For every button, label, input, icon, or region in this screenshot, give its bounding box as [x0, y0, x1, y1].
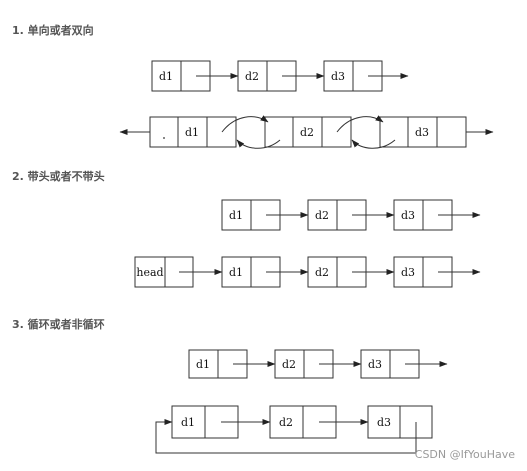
node-label: d2 — [279, 416, 293, 429]
node-label: d2 — [315, 209, 329, 222]
node-label: d1 — [229, 209, 243, 222]
node-label: d3 — [401, 209, 415, 222]
next-link-arrow — [336, 115, 384, 133]
node-label: d3 — [401, 266, 415, 279]
node-label: d2 — [245, 70, 259, 83]
next-link-arrow — [221, 115, 269, 133]
prev-link-arrow — [236, 139, 281, 149]
headed-linked-list — [134, 256, 481, 288]
node-label: d3 — [415, 126, 429, 139]
node-label: d3 — [377, 416, 391, 429]
node-label: d1 — [229, 266, 243, 279]
node-label: d2 — [282, 358, 296, 371]
node-label: d2 — [300, 126, 314, 139]
doubly-linked-list — [119, 115, 494, 149]
section-title-head: 2. 带头或者不带头 — [12, 170, 105, 183]
section-title-circular: 3. 循环或者非循环 — [12, 318, 105, 331]
singly-linked-list — [151, 60, 409, 92]
section-title-direction: 1. 单向或者双向 — [12, 24, 94, 37]
node-label: d2 — [315, 266, 329, 279]
node-box — [264, 116, 352, 148]
node-label: d1 — [181, 416, 195, 429]
watermark-text: CSDN @IfYouHave — [414, 448, 515, 461]
node-label: d1 — [196, 358, 210, 371]
non-circular-linked-list — [188, 349, 448, 379]
headless-linked-list — [221, 199, 481, 231]
node-label: d1 — [159, 70, 173, 83]
prev-link-arrow — [351, 139, 396, 149]
node-label: d1 — [185, 126, 199, 139]
head-label: head — [136, 266, 163, 279]
null-dot — [163, 137, 165, 139]
node-label: d3 — [368, 358, 382, 371]
circular-linked-list — [155, 405, 433, 454]
node-label: d3 — [331, 70, 345, 83]
circular-return-arrow — [155, 419, 417, 454]
